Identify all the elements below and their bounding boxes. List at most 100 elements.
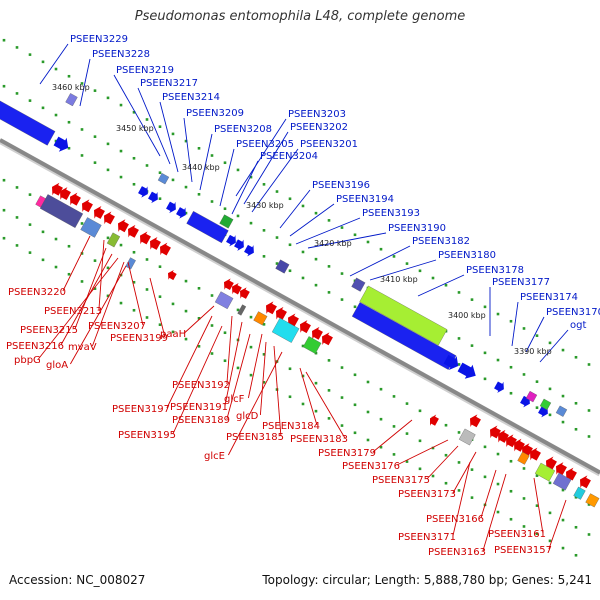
top-label-connector [525, 316, 545, 353]
tick-mark [132, 156, 136, 160]
bottom-label-connector [184, 305, 215, 334]
scale-label: 3440 kbp [182, 163, 220, 172]
bottom-gene-label: PSEEN3197 [112, 404, 170, 415]
top-label-connector [231, 160, 259, 215]
reverse-arrow [160, 242, 171, 256]
tick-mark [353, 373, 357, 377]
bottom-gene-label: PSEEN3163 [428, 547, 486, 558]
backbone-line [0, 138, 600, 475]
tick-mark [41, 60, 45, 64]
tick-mark [2, 84, 6, 88]
tick-mark [262, 255, 266, 258]
tick-mark [2, 236, 6, 240]
reverse-arrow [240, 287, 250, 299]
tick-mark [457, 363, 461, 366]
forward-gene-block [525, 390, 538, 403]
bottom-gene-label: PSEEN3184 [262, 421, 320, 432]
tick-mark [444, 283, 448, 287]
bottom-label-connector [533, 477, 544, 534]
bottom-label-connector [224, 321, 243, 407]
tick-mark [145, 316, 149, 319]
reverse-gene-block [534, 462, 556, 482]
bottom-gene-label: PSEEN3213 [44, 306, 102, 317]
bottom-gene-label: PSEEN3175 [372, 475, 430, 486]
forward-gene-block [157, 172, 170, 185]
reverse-gene-block [585, 493, 600, 508]
tick-mark [80, 154, 84, 157]
tick-mark [574, 427, 578, 431]
top-gene-label: PSEEN3228 [92, 49, 150, 60]
tick-mark [184, 211, 188, 215]
tick-mark [223, 207, 227, 211]
tick-mark [119, 175, 123, 179]
top-label-connector [137, 87, 171, 165]
scale-label: 3430 kbp [246, 201, 284, 210]
tick-mark [288, 197, 292, 201]
tick-mark [184, 279, 188, 283]
tick-mark [327, 417, 331, 420]
tick-mark [301, 276, 305, 280]
top-gene-label: PSEEN3229 [70, 34, 128, 45]
reverse-gene-block [573, 486, 586, 500]
tick-mark [418, 467, 422, 471]
tick-mark [93, 287, 97, 290]
bottom-label-connector [228, 351, 283, 456]
top-gene-label: PSEEN3194 [336, 194, 394, 205]
tick-mark [574, 401, 578, 405]
forward-gene-block [359, 285, 448, 346]
tick-mark [158, 125, 162, 128]
tick-mark [132, 280, 136, 284]
tick-mark [197, 345, 201, 348]
tick-mark [509, 489, 513, 493]
tick-mark [197, 317, 201, 320]
tick-mark [340, 226, 344, 229]
scale-label: 3400 kbp [448, 311, 486, 320]
tick-mark [470, 344, 474, 347]
tick-mark [457, 337, 461, 340]
top-gene-label: PSEEN3201 [300, 139, 358, 150]
tick-mark [379, 387, 383, 391]
genome-summary-text: Topology: circular; Length: 5,888,780 bp… [262, 573, 592, 587]
reverse-arrow [556, 462, 567, 475]
tick-mark [106, 266, 110, 270]
tick-mark [314, 381, 318, 385]
bottom-label-connector [172, 325, 223, 435]
reverse-arrow [70, 192, 81, 206]
tick-mark [184, 337, 188, 341]
tick-mark [262, 229, 266, 232]
tick-mark [275, 190, 279, 193]
tick-mark [535, 406, 539, 409]
reverse-arrow [82, 199, 93, 213]
tick-mark [392, 425, 396, 428]
tick-mark [548, 413, 552, 417]
bottom-gene-label: glcF [224, 394, 245, 405]
top-label-connector [349, 245, 411, 277]
tick-mark [67, 74, 71, 78]
tick-mark [314, 409, 318, 413]
reverse-gene-block [237, 304, 247, 316]
top-gene-label: PSEEN3196 [312, 180, 370, 191]
tick-mark [197, 287, 201, 290]
tick-mark [431, 276, 435, 280]
map-title: Pseudomonas entomophila L48, complete ge… [134, 9, 466, 24]
bottom-gene-label: pbpG [14, 355, 41, 366]
tick-mark [119, 103, 123, 107]
reverse-arrow [276, 306, 287, 320]
bottom-gene-label: PSEEN3173 [398, 489, 456, 500]
reverse-gene-block [253, 311, 268, 326]
tick-mark [587, 503, 591, 506]
top-gene-label: PSEEN3208 [214, 124, 272, 135]
tick-mark [132, 110, 136, 114]
tick-mark [314, 211, 318, 215]
tick-mark [249, 315, 253, 319]
tick-mark [496, 312, 500, 316]
tick-mark [197, 147, 201, 150]
reverse-arrow [168, 269, 177, 281]
top-gene-label: PSEEN3203 [288, 109, 346, 120]
reverse-arrow [150, 237, 161, 250]
top-gene-label: PSEEN3202 [290, 122, 348, 133]
reverse-arrow [266, 301, 277, 315]
bottom-label-connector [259, 341, 267, 416]
tick-mark [288, 269, 292, 273]
tick-mark [431, 446, 435, 450]
